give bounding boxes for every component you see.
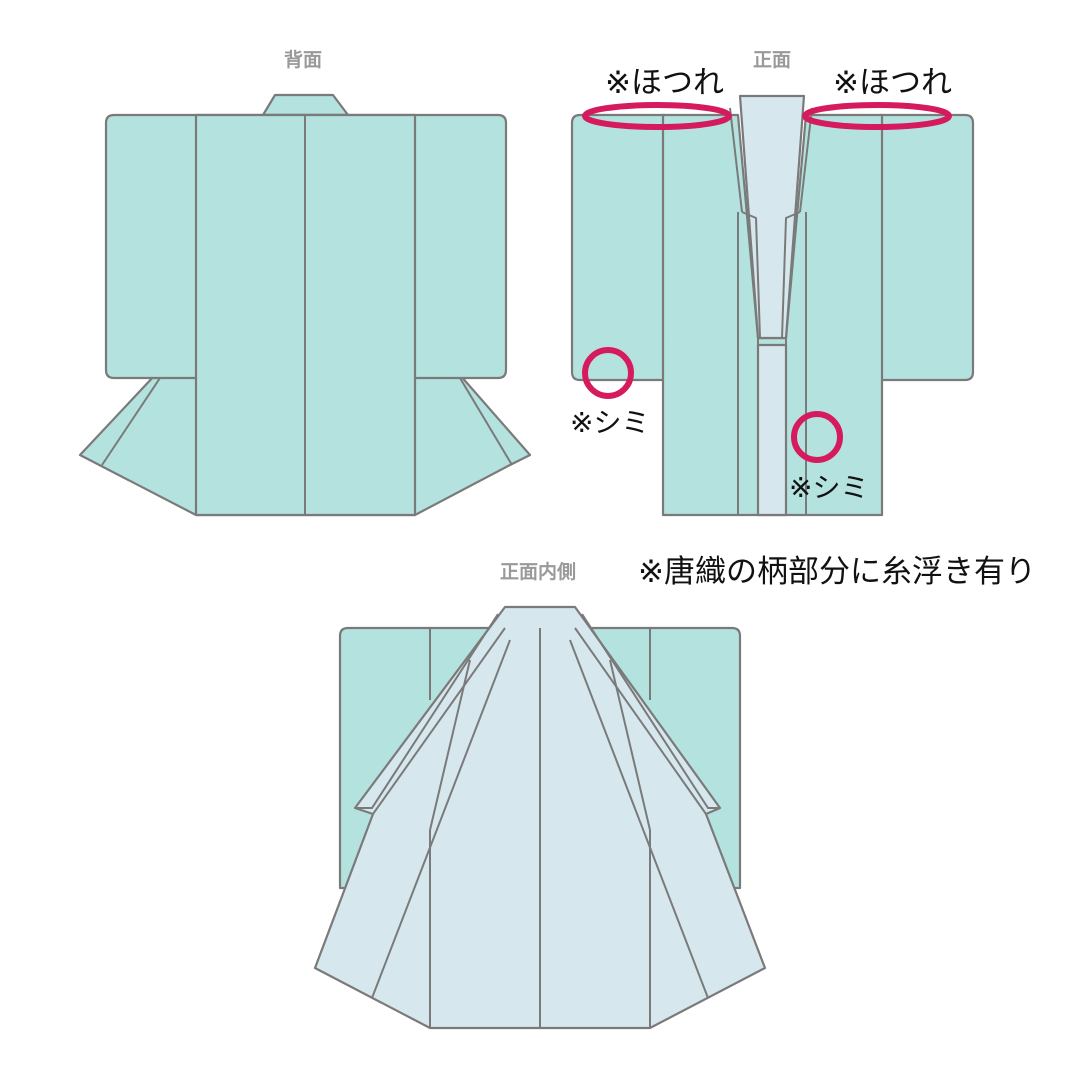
front-right-sleeve <box>878 113 975 382</box>
stain-marker-right <box>791 411 843 463</box>
front-left-sleeve <box>570 113 667 382</box>
fray-note-right: ※ほつれ <box>833 65 952 101</box>
inside-left-collar-band <box>355 613 499 809</box>
inside-right-gore-seam <box>569 639 709 999</box>
fray-note-left: ※ほつれ <box>605 65 724 101</box>
front-left-collar-band <box>741 211 761 339</box>
back-left-gusset-seam <box>101 377 161 466</box>
thread-float-note: ※唐織の柄部分に糸浮き有り <box>638 554 1036 590</box>
back-collar <box>261 93 350 117</box>
inside-left-collar-inner <box>372 627 506 815</box>
inside-right-collar-inner <box>574 627 707 815</box>
back-right-gusset-seam <box>459 377 513 466</box>
inside-left-gore-seam <box>371 639 511 999</box>
stain-marker-left <box>582 347 634 399</box>
front-collar-left-edge <box>729 107 743 213</box>
inside-left-front-edge <box>429 659 471 831</box>
front-inner-lining-strip <box>756 343 788 517</box>
stain-note-left: ※シミ <box>570 406 649 439</box>
back-view-label: 背面 <box>284 48 322 71</box>
front-view-label: 正面 <box>753 49 791 71</box>
front-right-collar-band <box>781 211 801 339</box>
front-view: 正面 ※ほつれ ※ほつれ ※シミ ※シミ <box>570 49 975 517</box>
front-inside-view-label: 正面内側 <box>500 560 576 583</box>
fray-marker-left <box>582 102 732 130</box>
back-view: 背面 <box>78 48 532 517</box>
front-collar-right-edge <box>799 107 813 213</box>
fray-marker-right <box>802 102 952 130</box>
inside-right-collar-band <box>581 613 720 809</box>
inside-right-front-edge <box>609 659 651 831</box>
stain-note-right: ※シミ <box>789 471 868 504</box>
front-inside-view: 正面内側 ※唐織の柄部分に糸浮き有り <box>313 554 1036 1030</box>
